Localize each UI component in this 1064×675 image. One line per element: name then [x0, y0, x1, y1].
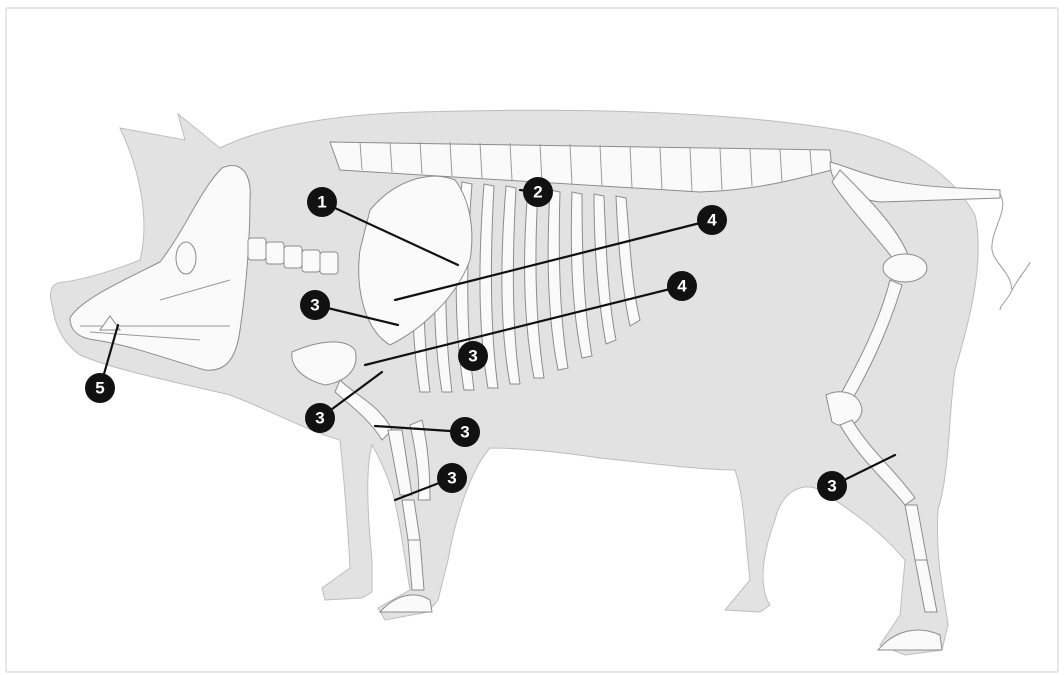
marker-2: 2 [523, 177, 553, 207]
marker-3b-label: 3 [468, 347, 477, 366]
marker-3a: 3 [300, 290, 330, 320]
marker-5-label: 5 [95, 379, 104, 398]
marker-3c-label: 3 [315, 409, 324, 428]
marker-4b: 4 [667, 271, 697, 301]
marker-1-label: 1 [317, 193, 326, 212]
marker-4b-label: 4 [677, 277, 687, 296]
marker-4a-label: 4 [707, 211, 717, 230]
marker-3b: 3 [458, 341, 488, 371]
marker-3d: 3 [450, 417, 480, 447]
marker-3c: 3 [305, 403, 335, 433]
marker-3e: 3 [437, 463, 467, 493]
marker-2-label: 2 [533, 183, 542, 202]
marker-3e-label: 3 [447, 469, 456, 488]
marker-3a-label: 3 [310, 296, 319, 315]
marker-5: 5 [85, 373, 115, 403]
marker-3f-label: 3 [827, 477, 836, 496]
marker-3d-label: 3 [460, 423, 469, 442]
marker-3f: 3 [817, 471, 847, 501]
marker-1: 1 [307, 187, 337, 217]
marker-4a: 4 [697, 205, 727, 235]
tail [992, 194, 1030, 310]
